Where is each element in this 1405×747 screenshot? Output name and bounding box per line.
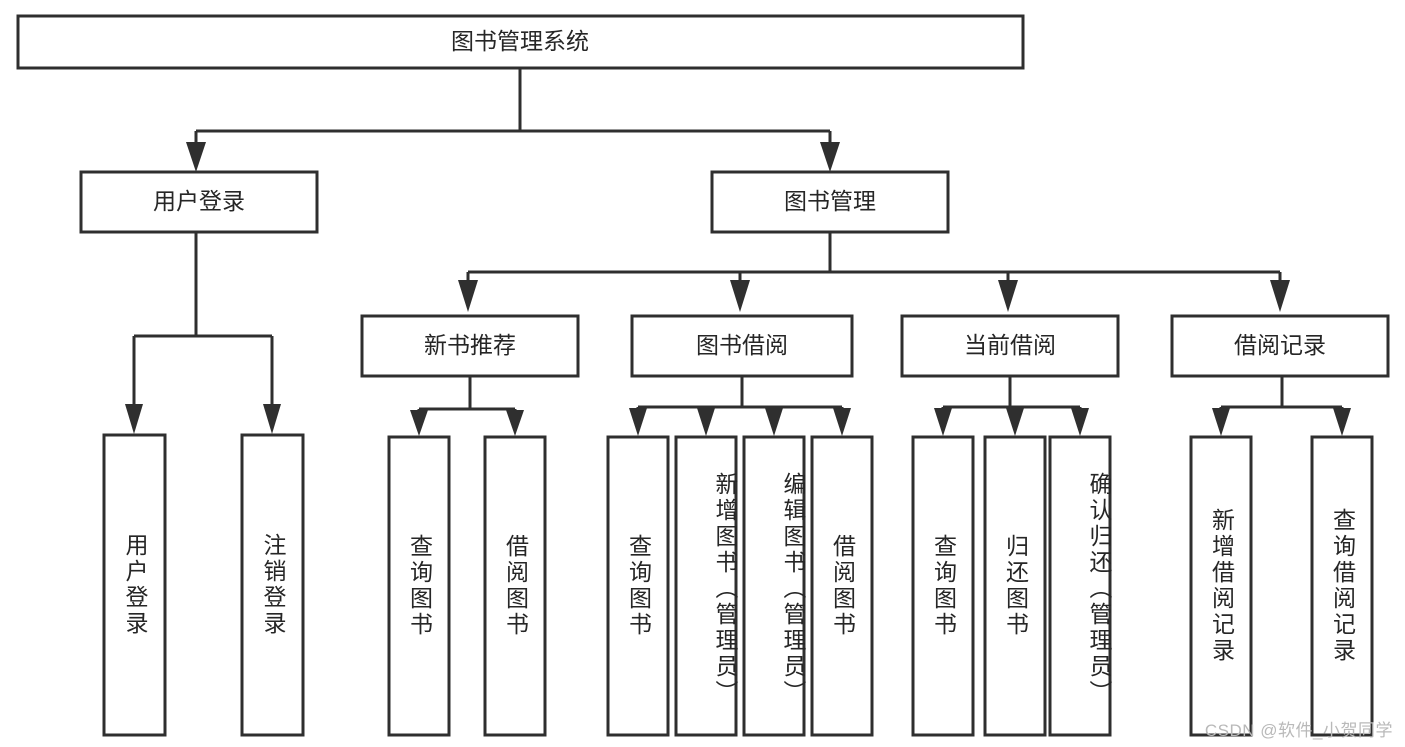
node-label-book-borrow: 图书借阅 (696, 332, 788, 358)
node-box-book-borrow[interactable] (630, 314, 854, 378)
node-box-leaf-bb-borrow-book[interactable] (810, 435, 874, 737)
node-label-user-login: 用户登录 (153, 188, 245, 214)
node-box-current-borrow[interactable] (900, 314, 1120, 378)
arrow-head-nb-borrow-book (506, 410, 524, 436)
arrow-head-new-book-recommend (458, 280, 478, 312)
nodes-layer: 图书管理系统 用户登录 图书管理 新书推荐 图书借阅 当前借阅 借阅记录 (16, 14, 1390, 737)
arrow-head-bb-query-book (629, 408, 647, 436)
node-box-new-book-recommend[interactable] (360, 314, 580, 378)
arrow-head-bb-add-book (697, 408, 715, 436)
node-box-leaf-bb-query-book[interactable] (606, 435, 670, 737)
csdn-watermark: CSDN @软件_小贺同学 (1204, 721, 1393, 740)
node-label-borrow-record: 借阅记录 (1234, 332, 1326, 358)
node-label-book-management: 图书管理 (784, 188, 876, 214)
arrow-head-br-add-record (1212, 408, 1230, 436)
node-box-leaf-logout-login[interactable] (240, 433, 305, 737)
arrow-head-leaf-user-login (125, 404, 143, 434)
arrow-head-borrow-record (1270, 280, 1290, 312)
arrow-head-cb-query-book (934, 408, 952, 436)
node-box-borrow-record[interactable] (1170, 314, 1390, 378)
connectors-layer (125, 68, 1351, 436)
arrow-head-bb-edit-book (765, 408, 783, 436)
node-box-leaf-user-login[interactable] (102, 433, 167, 737)
arrow-head-book-borrow (730, 280, 750, 312)
node-box-leaf-bb-edit-book[interactable] (742, 435, 806, 737)
node-box-book-management[interactable] (710, 170, 950, 234)
arrow-head-user-login (186, 142, 206, 172)
arrow-head-cb-confirm-return (1071, 408, 1089, 436)
node-box-leaf-cb-return-book[interactable] (983, 435, 1047, 737)
arrow-head-nb-query-book (410, 410, 428, 436)
node-label-new-book-recommend: 新书推荐 (424, 332, 516, 358)
node-box-user-login[interactable] (79, 170, 319, 234)
arrow-head-bb-borrow-book (833, 408, 851, 436)
node-box-leaf-nb-borrow-book[interactable] (483, 435, 547, 737)
arrow-head-leaf-logout (263, 404, 281, 434)
node-box-leaf-cb-query-book[interactable] (911, 435, 975, 737)
node-box-leaf-br-query-record[interactable] (1310, 435, 1374, 737)
arrow-head-br-query-record (1333, 408, 1351, 436)
node-box-leaf-nb-query-book[interactable] (387, 435, 451, 737)
arrow-head-cb-return-book (1006, 408, 1024, 436)
arrow-head-book-mgmt (820, 142, 840, 172)
node-box-leaf-bb-add-book[interactable] (674, 435, 738, 737)
node-box-leaf-cb-confirm-return[interactable] (1048, 435, 1112, 737)
node-label-root: 图书管理系统 (451, 28, 589, 54)
arrow-head-current-borrow (998, 280, 1018, 312)
node-box-leaf-br-add-record[interactable] (1189, 435, 1253, 737)
node-label-current-borrow: 当前借阅 (964, 332, 1056, 358)
node-box-root[interactable] (16, 14, 1025, 70)
